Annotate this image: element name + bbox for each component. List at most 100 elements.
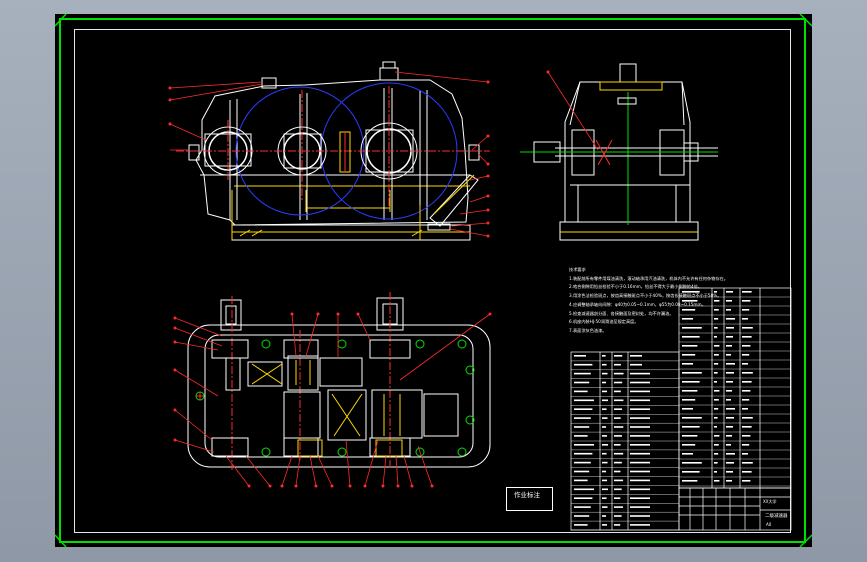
table-text-mark <box>614 444 621 446</box>
table-text-mark <box>574 417 591 419</box>
table-text-mark <box>614 461 622 464</box>
table-text-mark <box>602 524 608 526</box>
table-text-mark <box>726 417 734 419</box>
table-text-mark <box>630 524 650 526</box>
table-text-mark <box>714 417 718 419</box>
table-text-mark <box>574 461 591 464</box>
table-text-mark <box>630 470 650 473</box>
table-text-mark <box>682 471 700 473</box>
table-text-mark <box>714 480 720 482</box>
requirement-line: 6.机座内装HJ-50润滑油至规定高度。 <box>569 319 639 325</box>
table-text-mark <box>742 372 753 374</box>
table-text-mark <box>714 390 720 392</box>
table-text-mark <box>742 354 750 356</box>
table-text-mark <box>602 381 607 384</box>
table-text-mark <box>614 506 623 508</box>
table-text-mark <box>682 291 700 293</box>
table-text-mark <box>742 327 753 329</box>
table-text-mark <box>602 497 607 499</box>
table-text-mark <box>726 336 733 338</box>
table-text-mark <box>682 417 702 419</box>
parts-list-right-rows <box>679 296 791 487</box>
table-text-mark <box>726 480 732 482</box>
table-text-mark <box>742 471 752 473</box>
review-stamp-box: 作业标注 <box>506 487 553 511</box>
table-text-mark <box>726 408 735 410</box>
table-text-mark <box>714 354 719 356</box>
table-text-mark <box>574 435 588 437</box>
table-text-mark <box>726 471 733 473</box>
table-text-mark <box>574 390 588 393</box>
table-text-mark <box>614 417 621 419</box>
table-text-mark <box>574 399 594 402</box>
table-text-mark <box>714 444 719 446</box>
table-text-mark <box>726 381 733 383</box>
table-text-mark <box>742 300 751 302</box>
table-text-mark <box>682 300 698 302</box>
table-text-mark <box>742 408 748 410</box>
table-text-mark <box>614 372 624 375</box>
table-text-mark <box>742 318 748 320</box>
table-text-mark <box>726 318 735 320</box>
table-text-mark <box>602 426 607 428</box>
table-text-mark <box>574 515 590 517</box>
table-text-mark <box>714 336 717 338</box>
table-text-mark <box>574 506 591 508</box>
table-text-mark <box>574 452 593 455</box>
table-text-mark <box>602 408 607 410</box>
table-text-mark <box>602 417 608 419</box>
table-text-mark <box>726 453 735 455</box>
table-text-mark <box>726 354 731 356</box>
table-text-mark <box>614 479 624 482</box>
table-text-mark <box>602 515 607 517</box>
table-text-mark <box>602 488 608 491</box>
table-text-mark <box>574 488 594 491</box>
table-text-mark <box>630 417 650 419</box>
requirement-line: 3.用涂色法检验斑点，按齿高接触斑点不小于40%，按齿长接触斑点不小于50%。 <box>569 293 722 299</box>
review-stamp-label: 作业标注 <box>514 491 540 499</box>
table-text-mark <box>714 453 719 455</box>
table-text-mark <box>574 497 593 499</box>
table-text-mark <box>602 461 608 464</box>
table-text-mark <box>726 462 734 464</box>
table-text-mark <box>742 390 751 392</box>
table-text-mark <box>630 461 650 464</box>
technical-requirements-heading: 技术要求 <box>569 267 586 272</box>
table-text-mark <box>602 479 608 482</box>
table-text-mark <box>630 452 650 455</box>
table-text-mark <box>682 381 700 383</box>
requirement-line: 2.啮合侧隙用铅丝检验不小于0.16mm，铅丝不得大于最小侧隙的4倍。 <box>569 284 703 290</box>
table-text-mark <box>602 444 608 446</box>
technical-requirements: 技术要求 1.装配前所有零件用煤油清洗，滚动轴承用汽油清洗，机体内不允许有任何杂… <box>569 266 728 366</box>
table-text-mark <box>630 426 650 428</box>
table-text-mark <box>614 524 621 526</box>
table-text-mark <box>726 345 732 347</box>
table-text-mark <box>602 452 607 455</box>
table-text-mark <box>742 453 748 455</box>
table-text-mark <box>742 480 751 482</box>
table-text-mark <box>602 355 606 357</box>
table-text-mark <box>630 515 650 517</box>
table-text-mark <box>682 390 698 392</box>
table-text-mark <box>742 345 751 347</box>
table-text-mark <box>682 435 698 437</box>
table-text-mark <box>574 479 588 482</box>
requirement-line: 4.应调整轴承轴向间隙：φ40为0.05~0.1mm，φ55为0.08~0.15… <box>569 301 706 307</box>
table-text-mark <box>726 444 731 446</box>
table-text-mark <box>726 363 735 365</box>
table-text-mark <box>630 497 650 499</box>
table-text-mark <box>602 399 608 402</box>
table-text-mark <box>742 462 753 464</box>
table-text-mark <box>726 399 731 401</box>
table-text-mark <box>630 506 650 508</box>
table-text-mark <box>682 336 700 338</box>
sheet-inner-border <box>74 29 791 533</box>
table-text-mark <box>714 345 720 347</box>
table-text-mark <box>682 354 696 356</box>
table-text-mark <box>742 291 752 293</box>
table-text-mark <box>714 435 720 437</box>
table-text-mark <box>714 309 719 311</box>
table-text-mark <box>714 327 718 329</box>
table-text-mark <box>614 452 624 455</box>
